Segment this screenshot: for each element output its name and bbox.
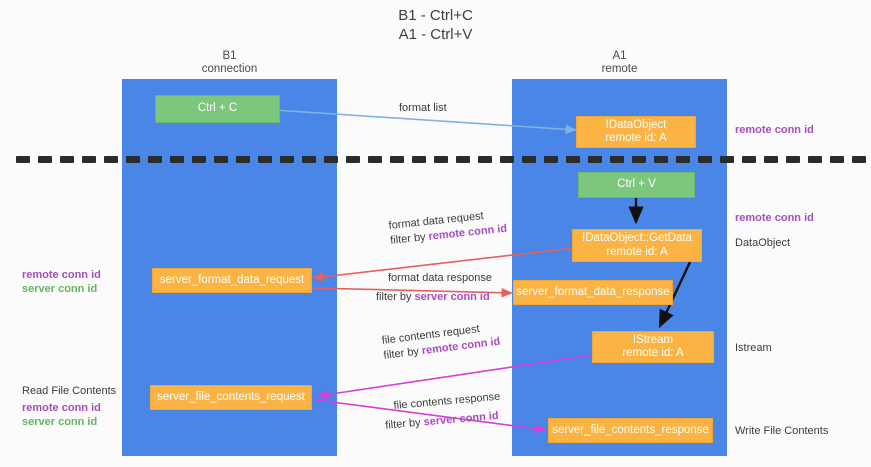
- wire-getdata-to-istream: [658, 261, 692, 329]
- annotation-left-read-file-contents: Read File Contents: [22, 385, 117, 397]
- annotation-right-write-file-contents: Write File Contents: [735, 425, 829, 437]
- node-ctrl-c-label: Ctrl + C: [197, 102, 238, 115]
- node-istream-line2: remote id: A: [622, 347, 684, 359]
- wire-format-data-request: [312, 247, 575, 282]
- filter-prefix: filter by: [389, 230, 430, 247]
- annotation-right-dataobject: DataObject: [735, 237, 791, 249]
- column-header-b1-role: connection: [201, 63, 258, 75]
- annotation-right-remote-conn-id-top: remote conn id: [735, 124, 814, 136]
- annotation-right-istream: Istream: [735, 342, 772, 354]
- node-server-file-contents-response-label: server_file_contents_response: [552, 423, 709, 436]
- wire-file-contents-request: [317, 354, 593, 400]
- annotation-left-remote-conn-id-2: remote conn id: [22, 402, 101, 414]
- wire-format-list: [273, 109, 577, 135]
- filter-prefix: filter by: [384, 416, 425, 432]
- node-idataobject-line2: remote id: A: [605, 132, 667, 144]
- edge-label-format-data-response: format data response filter by server co…: [376, 271, 492, 305]
- edge-label-format-data-response-line1: format data response: [388, 272, 492, 284]
- page-title: B1 - Ctrl+C A1 - Ctrl+V: [0, 6, 871, 44]
- filter-key-server-conn-id: server conn id: [414, 291, 490, 303]
- column-header-a1-role: remote: [601, 63, 638, 75]
- node-server-format-data-request-label: server_format_data_request: [159, 273, 305, 286]
- node-ctrl-v-label: Ctrl + V: [617, 178, 656, 191]
- node-server-file-contents-response[interactable]: server_file_contents_response: [548, 418, 713, 443]
- annotation-left-server-conn-id-2: server conn id: [22, 416, 98, 428]
- node-ctrl-c[interactable]: Ctrl + C: [155, 95, 280, 123]
- node-idataobject[interactable]: IDataObject remote id: A: [576, 116, 696, 148]
- column-header-a1: A1 remote: [512, 50, 727, 76]
- edge-label-format-list: format list: [399, 102, 447, 114]
- filter-prefix: filter by: [382, 345, 423, 362]
- node-server-format-data-response[interactable]: server_format_data_response: [513, 280, 673, 305]
- node-server-file-contents-request-label: server_file_contents_request: [157, 390, 305, 403]
- node-server-format-data-response-label: server_format_data_response: [516, 285, 670, 298]
- node-istream-line1: IStream: [632, 333, 674, 346]
- wire-file-contents-response: [315, 399, 547, 434]
- node-getdata-line1: IDataObject::GetData: [582, 232, 692, 244]
- annotation-left-server-conn-id: server conn id: [22, 283, 98, 295]
- title-line-1: B1 - Ctrl+C: [398, 7, 473, 24]
- annotation-left-remote-conn-id: remote conn id: [22, 269, 101, 281]
- column-header-a1-name: A1: [612, 50, 627, 62]
- node-server-file-contents-request[interactable]: server_file_contents_request: [150, 385, 312, 410]
- phase-divider: [0, 156, 871, 164]
- node-getdata-line2: remote id: A: [606, 245, 668, 258]
- annotation-right-remote-conn-id-mid: remote conn id: [735, 212, 814, 224]
- node-server-format-data-request[interactable]: server_format_data_request: [152, 268, 312, 293]
- column-header-b1-name: B1: [222, 50, 237, 62]
- edge-label-format-data-response-line2: filter by server conn id: [376, 290, 492, 305]
- node-idataobject-line1: IDataObject: [605, 118, 667, 131]
- filter-prefix: filter by: [376, 291, 415, 303]
- title-line-2: A1 - Ctrl+V: [398, 26, 473, 43]
- wire-format-data-response: [312, 287, 513, 298]
- node-istream[interactable]: IStream remote id: A: [592, 331, 714, 363]
- node-idataobject-getdata[interactable]: IDataObject::GetData remote id: A: [572, 229, 702, 262]
- node-ctrl-v[interactable]: Ctrl + V: [578, 172, 695, 198]
- column-header-b1: B1 connection: [122, 50, 337, 76]
